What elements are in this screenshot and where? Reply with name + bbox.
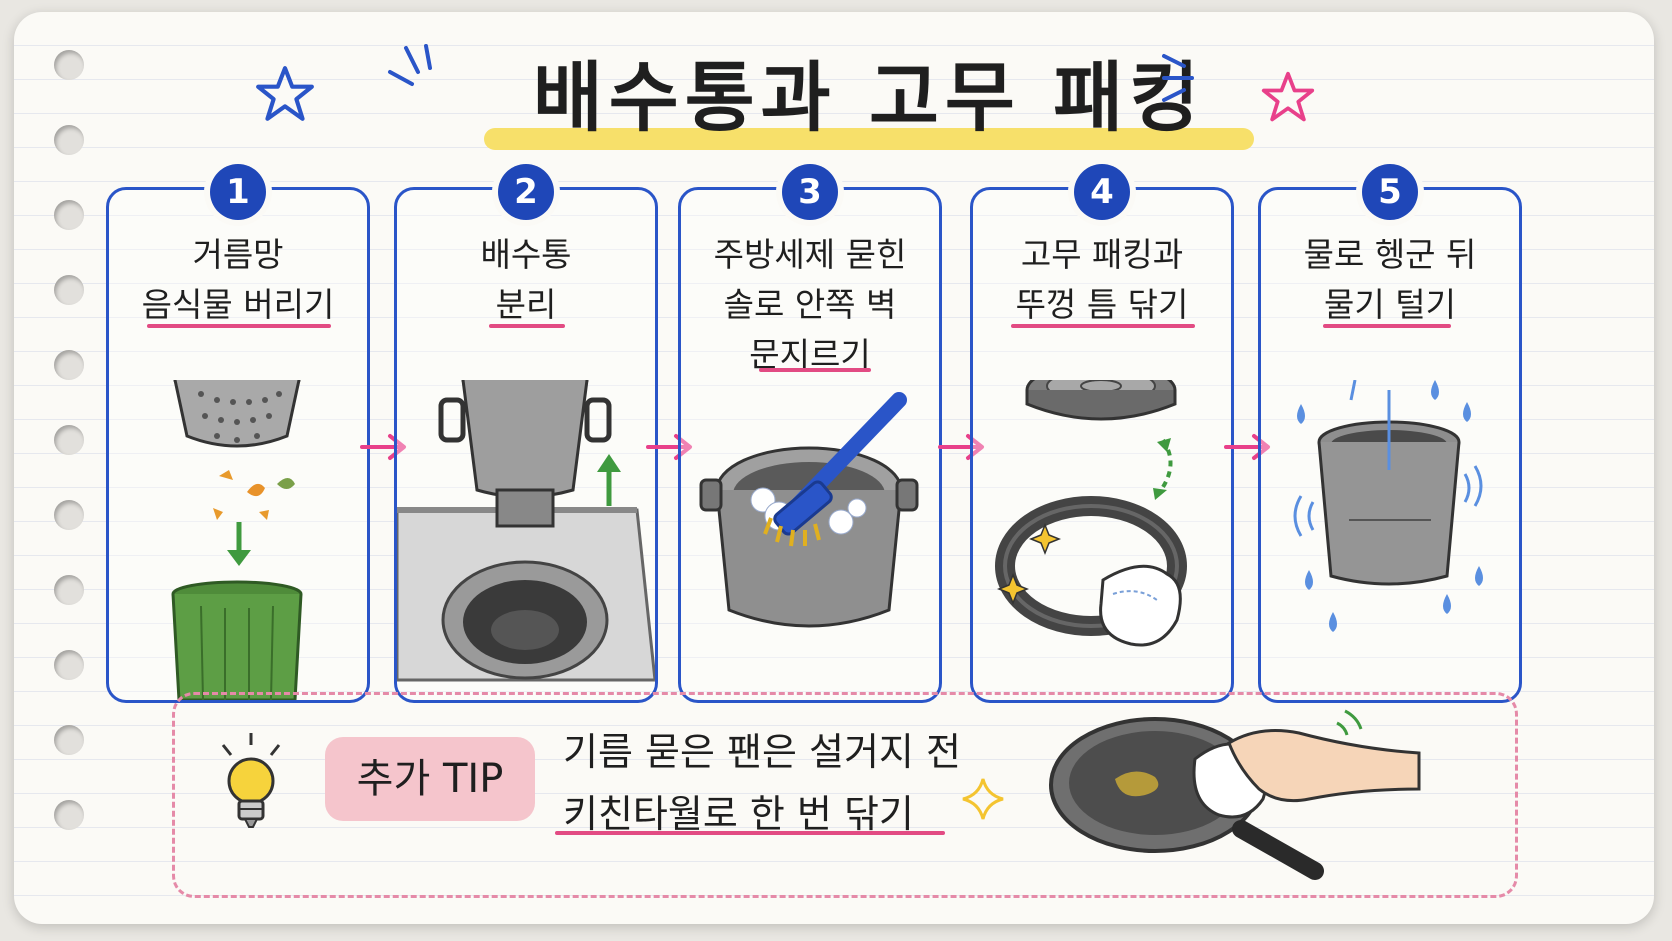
step-card-4: 4 고무 패킹과 뚜껑 틈 닦기 [970, 164, 1234, 703]
notebook-page: 배수통과 고무 패킹 1 거름망 음식물 버리기 [14, 12, 1654, 924]
step-label-line: 뚜껑 틈 닦기 [1015, 285, 1189, 324]
binder-hole [54, 350, 84, 380]
sparkle-icon [962, 778, 1004, 820]
binder-hole [54, 725, 84, 755]
star-icon [1261, 71, 1315, 122]
page-title: 배수통과 고무 패킹 [532, 53, 1206, 142]
label-underline [1011, 324, 1195, 328]
binder-hole [54, 800, 84, 830]
accent-dashes-icon [1162, 54, 1194, 102]
label-underline [759, 368, 871, 372]
step-label: 배수통 분리 [397, 230, 655, 330]
tip-badge: 추가 TIP [325, 737, 535, 821]
binder-hole [54, 275, 84, 305]
strainer-illustration [171, 380, 303, 700]
step-card-5: 5 물로 헹군 뒤 물기 털기 [1258, 164, 1522, 703]
step-label-line: 물기 털기 [1324, 285, 1456, 324]
label-underline [147, 324, 331, 328]
step-label-line: 주방세제 묻힌 [713, 235, 907, 274]
step-label: 주방세제 묻힌 솔로 안쪽 벽 문지르기 [681, 230, 939, 380]
label-underline [1323, 324, 1451, 328]
step-number-badge: 1 [210, 164, 266, 220]
step-card-1: 1 거름망 음식물 버리기 [106, 164, 370, 703]
tip-box: 추가 TIP 기름 묻은 팬은 설거지 전 키친타월로 한 번 닦기 [172, 692, 1518, 898]
tip-text-line: 키친타월로 한 번 닦기 [563, 792, 914, 836]
binder-hole [54, 650, 84, 680]
title-block: 배수통과 고무 패킹 [484, 48, 1254, 158]
step-label-line: 고무 패킹과 [1020, 235, 1184, 274]
accent-dashes-icon [388, 44, 432, 86]
binder-hole [54, 500, 84, 530]
label-underline [489, 324, 565, 328]
title-highlight [484, 128, 1254, 150]
binder-hole [54, 425, 84, 455]
brush-scrubbing-illustration [699, 392, 919, 628]
step-label: 거름망 음식물 버리기 [109, 230, 367, 330]
lightbulb-icon [221, 733, 281, 828]
step-label: 고무 패킹과 뚜껑 틈 닦기 [973, 230, 1231, 330]
step-label-line: 분리 [495, 285, 557, 324]
drain-basket-illustration [397, 380, 655, 682]
binder-hole [54, 200, 84, 230]
step-number-badge: 2 [498, 164, 554, 220]
step-label-line: 배수통 [480, 235, 572, 274]
pan-wiping-illustration [1049, 709, 1421, 880]
gasket-wiping-illustration [995, 380, 1187, 647]
step-label-line: 솔로 안쪽 벽 [723, 285, 897, 324]
rinse-shake-illustration [1293, 380, 1483, 632]
binder-hole [54, 125, 84, 155]
step-label-line: 물로 헹군 뒤 [1303, 235, 1477, 274]
step-label-line: 음식물 버리기 [141, 285, 335, 324]
step-label-line: 거름망 [192, 235, 284, 274]
step-label: 물로 헹군 뒤 물기 털기 [1261, 230, 1519, 330]
binder-holes [54, 50, 94, 910]
star-icon [256, 66, 314, 121]
step-label-line: 문지르기 [749, 335, 871, 374]
binder-hole [54, 575, 84, 605]
step-card-3: 3 주방세제 묻힌 솔로 안쪽 벽 문지르기 [678, 164, 942, 703]
step-card-2: 2 배수통 분리 [394, 164, 658, 703]
tip-underline [555, 831, 945, 835]
step-number-badge: 3 [782, 164, 838, 220]
binder-hole [54, 50, 84, 80]
step-number-badge: 5 [1362, 164, 1418, 220]
tip-text-line: 기름 묻은 팬은 설거지 전 [563, 730, 961, 774]
step-number-badge: 4 [1074, 164, 1130, 220]
tip-text: 기름 묻은 팬은 설거지 전 키친타월로 한 번 닦기 [563, 721, 961, 845]
